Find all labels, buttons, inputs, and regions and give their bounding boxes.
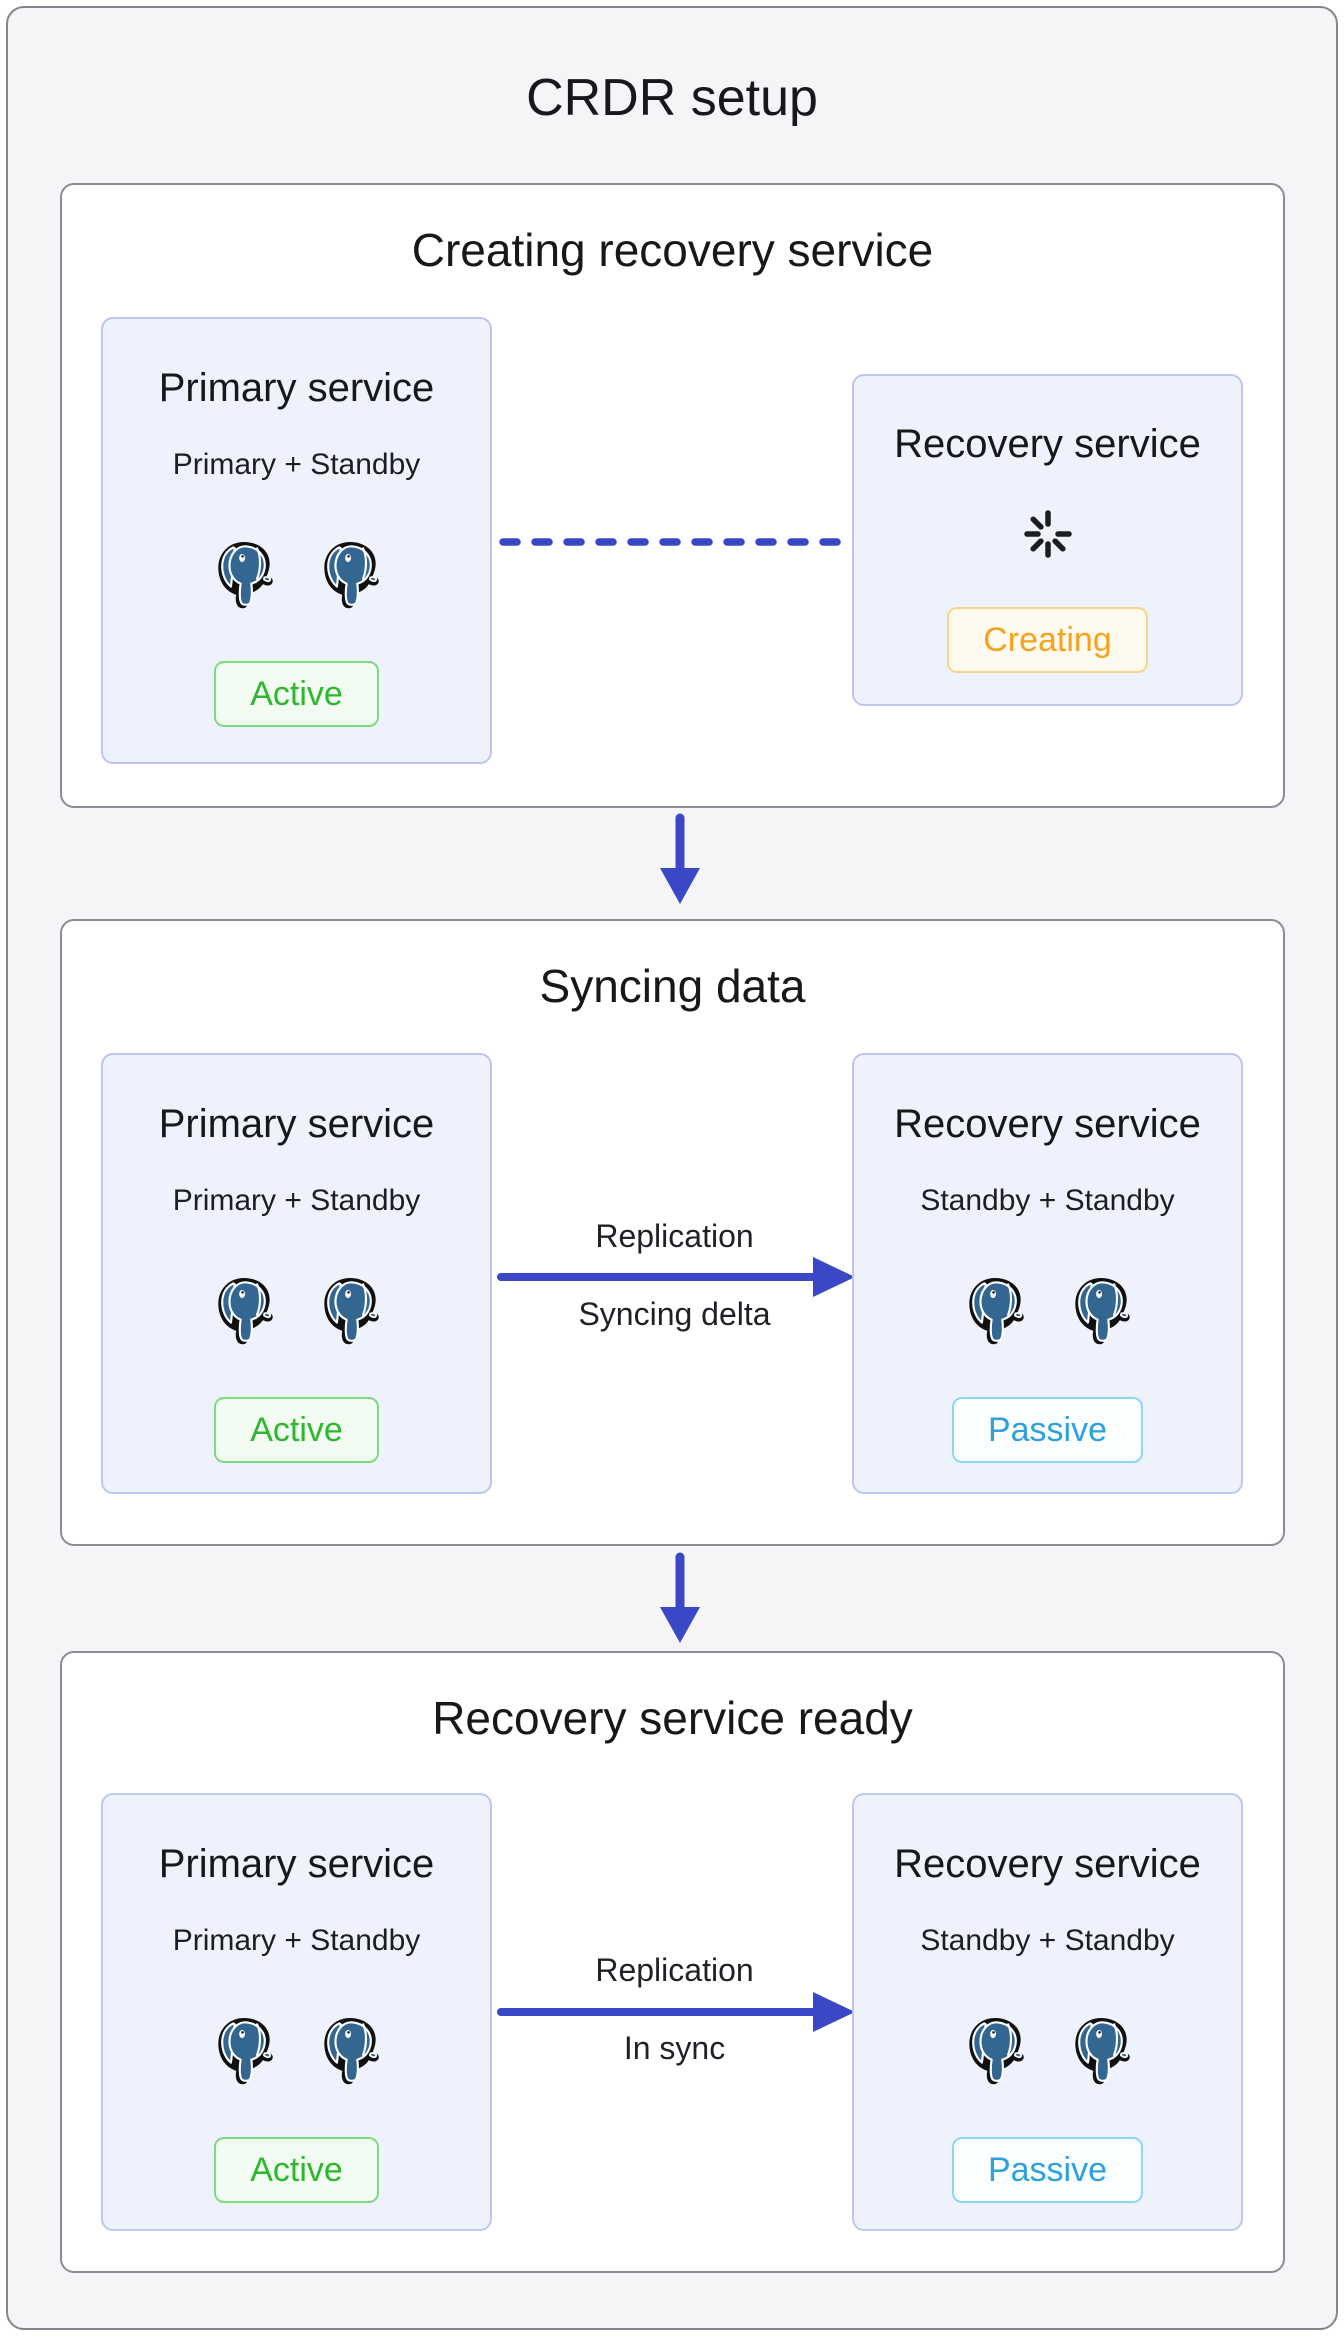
status-badge-creating: Creating xyxy=(947,607,1148,673)
stage-title: Syncing data xyxy=(539,960,806,1012)
sync-state-label: Syncing delta xyxy=(578,1296,771,1332)
postgresql-elephant-icon xyxy=(967,1276,1025,1345)
status-badge-passive: Passive xyxy=(951,1397,1144,1463)
database-instances xyxy=(964,2015,1132,2087)
service-topology: Primary + Standby xyxy=(172,448,421,481)
postgresql-elephant-icon xyxy=(967,2016,1025,2085)
database-instances xyxy=(213,539,381,611)
stage-syncing-data: Syncing data Primary service Primary + S… xyxy=(60,919,1285,1546)
postgresql-elephant-icon xyxy=(322,1276,380,1345)
primary-service-card: Primary service Primary + Standby Active xyxy=(101,1793,492,2231)
postgresql-elephant-icon xyxy=(322,2016,380,2085)
service-topology: Primary + Standby xyxy=(172,1184,421,1217)
status-badge-active: Active xyxy=(214,1397,379,1463)
status-badge-active: Active xyxy=(214,2137,379,2203)
replication-arrow xyxy=(497,1992,855,2032)
status-badge-active: Active xyxy=(214,661,379,727)
service-title: Recovery service xyxy=(894,422,1201,466)
service-topology: Standby + Standby xyxy=(920,1924,1175,1957)
recovery-service-card: Recovery service Standby + Standby Passi… xyxy=(852,1793,1243,2231)
loading-spinner-icon xyxy=(1023,510,1072,558)
service-topology: Standby + Standby xyxy=(920,1184,1175,1217)
status-badge-passive: Passive xyxy=(951,2137,1144,2203)
service-title: Primary service xyxy=(158,1102,435,1146)
replication-arrow xyxy=(497,1257,855,1297)
replication-label: Replication xyxy=(595,1952,754,1988)
postgresql-elephant-icon xyxy=(216,2016,274,2085)
diagram-canvas: CRDR setup Creating recovery service Pri… xyxy=(6,6,1338,2330)
stage-title: Recovery service ready xyxy=(432,1692,913,1744)
recovery-service-card: Recovery service Creating xyxy=(852,374,1243,706)
stage-recovery-service-ready: Recovery service ready Primary service P… xyxy=(60,1651,1285,2273)
down-arrow-icon xyxy=(660,813,700,904)
service-title: Recovery service xyxy=(894,1842,1201,1886)
sync-state-label: In sync xyxy=(623,2030,726,2066)
postgresql-elephant-icon xyxy=(216,540,274,609)
service-title: Primary service xyxy=(158,366,435,410)
service-title: Primary service xyxy=(158,1842,435,1886)
service-topology: Primary + Standby xyxy=(172,1924,421,1957)
postgresql-elephant-icon xyxy=(1073,2016,1131,2085)
database-instances xyxy=(213,1275,381,1347)
postgresql-elephant-icon xyxy=(216,1276,274,1345)
replication-label: Replication xyxy=(595,1218,754,1254)
stage-creating-recovery-service: Creating recovery service Primary servic… xyxy=(60,183,1285,808)
recovery-service-card: Recovery service Standby + Standby Passi… xyxy=(852,1053,1243,1494)
service-title: Recovery service xyxy=(894,1102,1201,1146)
diagram-title: CRDR setup xyxy=(526,69,818,127)
pending-connection-dashed-line xyxy=(499,538,847,546)
down-arrow-icon xyxy=(660,1552,700,1643)
stage-title: Creating recovery service xyxy=(411,224,934,276)
postgresql-elephant-icon xyxy=(322,540,380,609)
database-instances xyxy=(964,1275,1132,1347)
postgresql-elephant-icon xyxy=(1073,1276,1131,1345)
primary-service-card: Primary service Primary + Standby Active xyxy=(101,1053,492,1494)
primary-service-card: Primary service Primary + Standby Active xyxy=(101,317,492,764)
database-instances xyxy=(213,2015,381,2087)
